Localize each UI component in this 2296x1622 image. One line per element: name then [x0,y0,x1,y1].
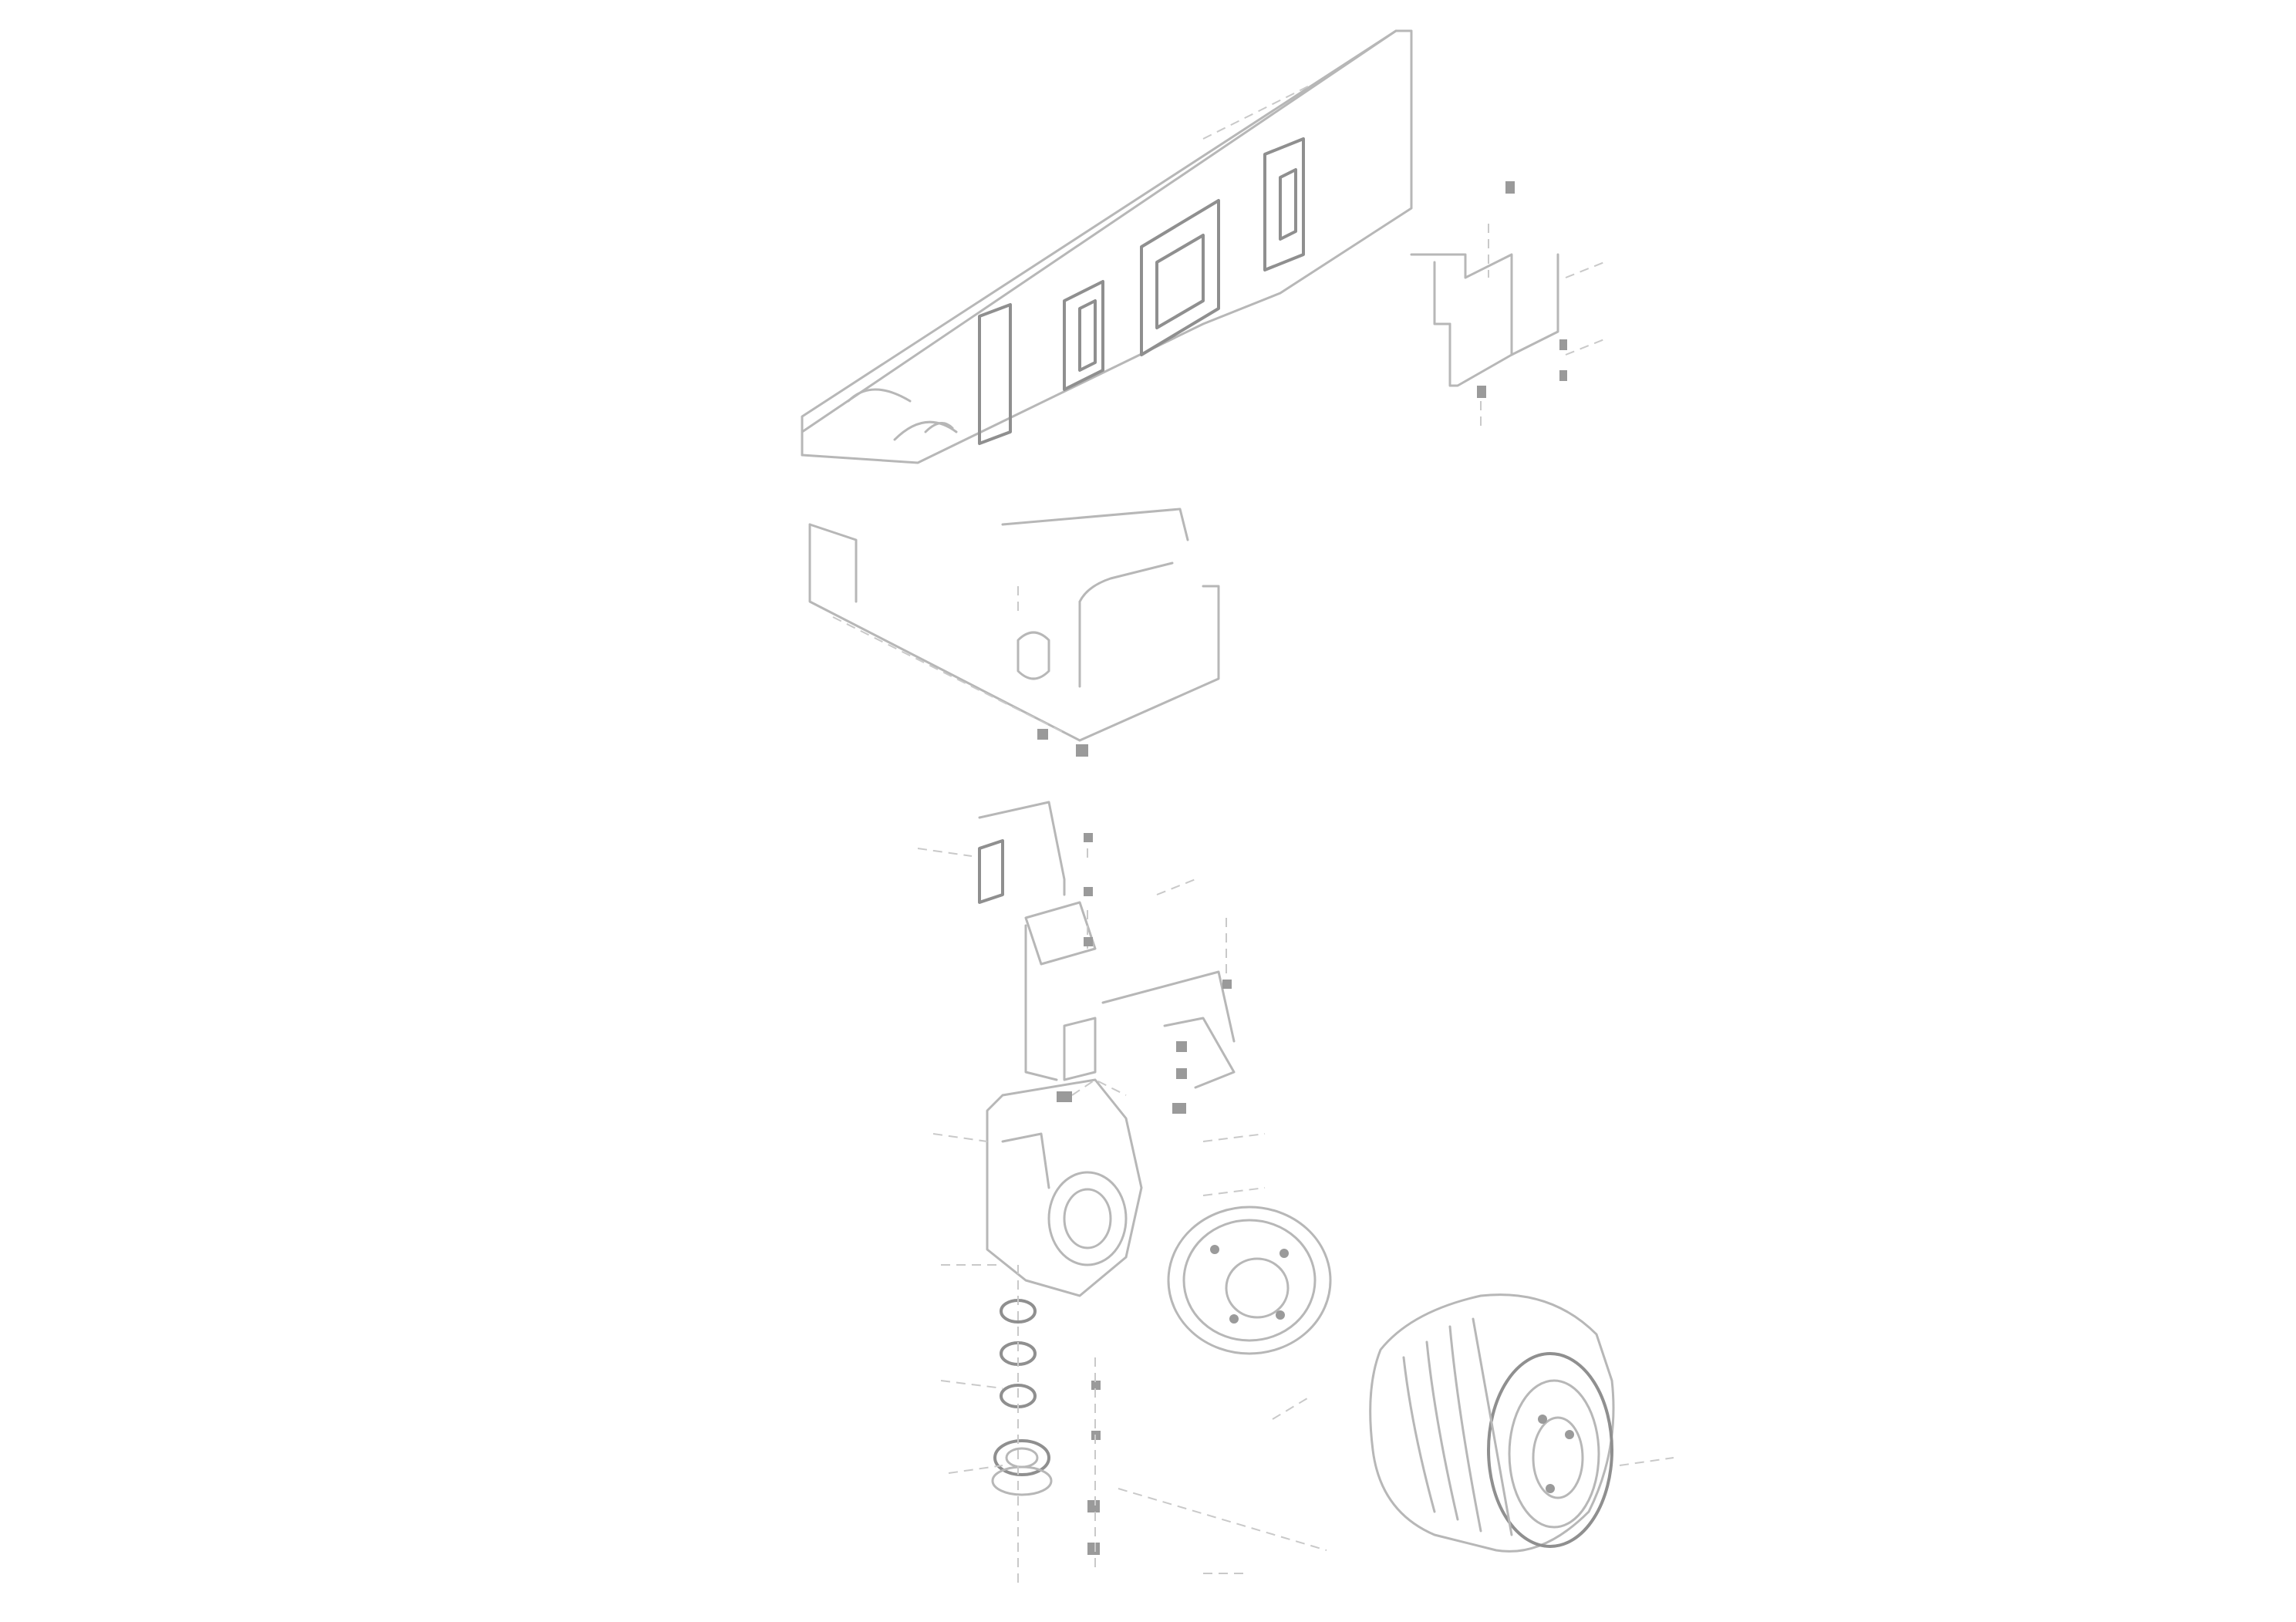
wheel [1369,1293,1674,1553]
middle-cover [808,508,1220,757]
gear [1167,1206,1332,1355]
seal-stack [991,1265,1101,1589]
valve-block [978,801,1236,1089]
lower-housing [986,1078,1186,1297]
leader-lines [917,848,1327,1574]
top-housing-plate [801,29,1413,464]
upper-right-bracket [1410,181,1605,432]
drawing-legend [1947,1475,2117,1492]
